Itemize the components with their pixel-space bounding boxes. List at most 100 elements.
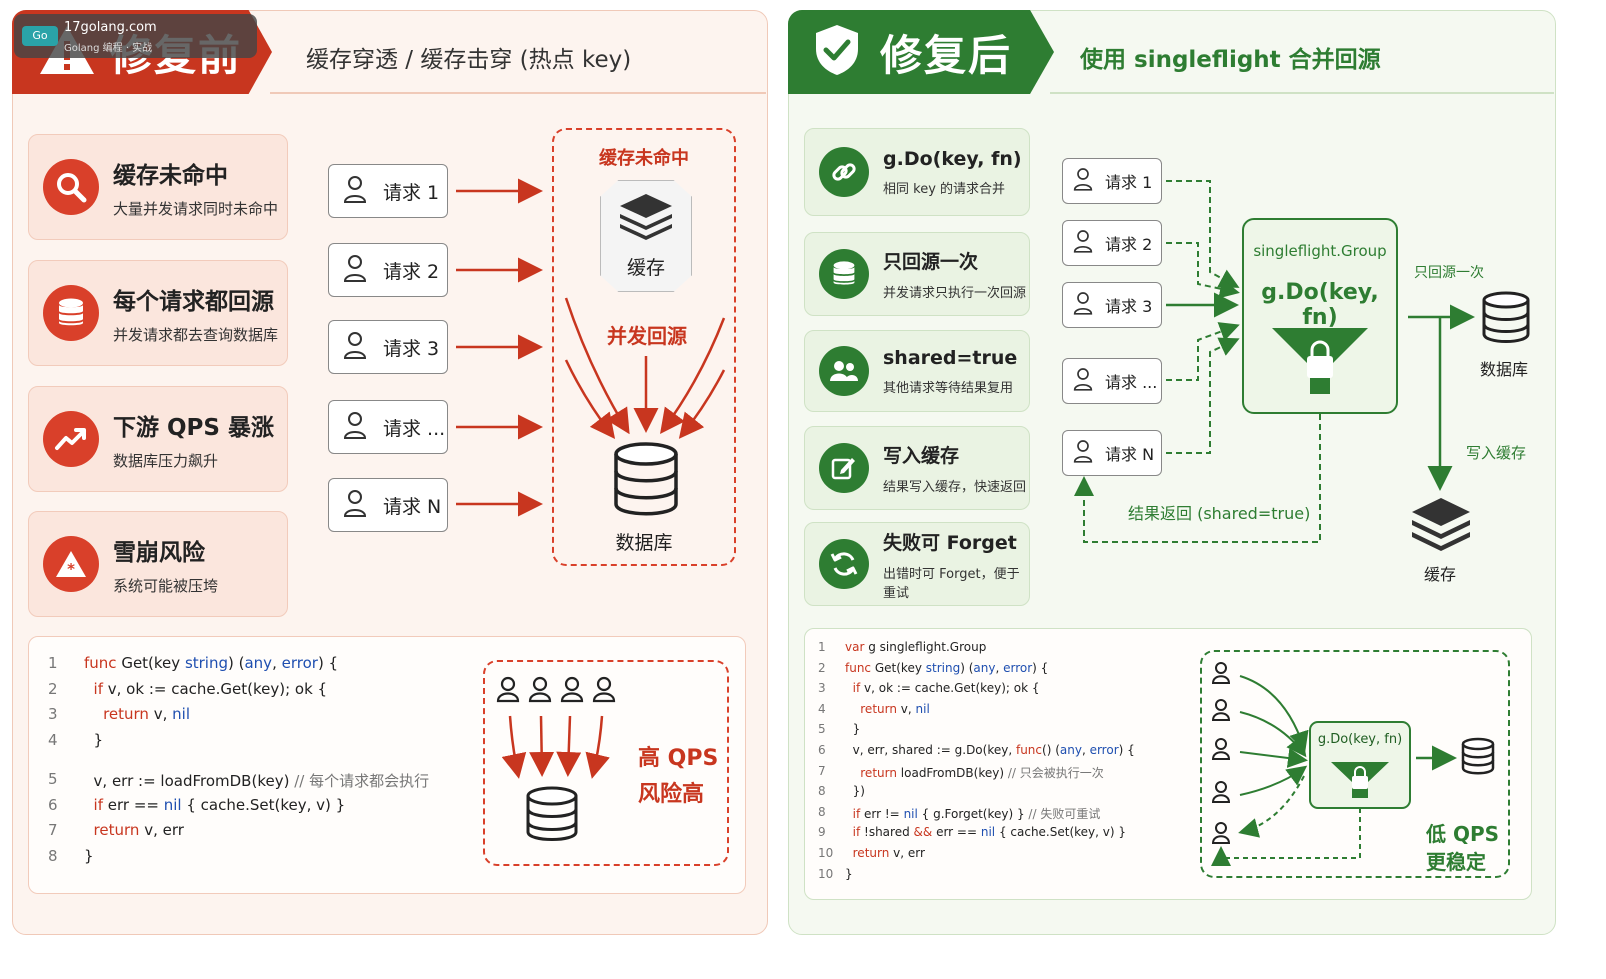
request-label: 请求 ... xyxy=(383,417,446,440)
code-line-number: 2 xyxy=(48,679,58,698)
request-box-ellipsis: 请求 ... xyxy=(328,400,448,454)
high-risk-label: 风险高 xyxy=(638,782,705,807)
watermark-badge: Go xyxy=(22,26,58,46)
card-subtitle: 出错时可 Forget，便于重试 xyxy=(883,566,1020,601)
after-card-once: 只回源一次 并发请求只执行一次回源 xyxy=(804,232,1030,316)
card-title: 每个请求都回源 xyxy=(113,288,274,315)
group-label: singleflight.Group xyxy=(1253,242,1387,260)
link-icon xyxy=(819,147,869,197)
code-line: } xyxy=(845,722,861,737)
database-label: 数据库 xyxy=(1480,360,1529,379)
after-banner-title: 修复后 xyxy=(880,30,1013,80)
code-line-number: 6 xyxy=(48,795,58,814)
request-box-2: 请求 2 xyxy=(328,243,448,297)
code-line-number: 7 xyxy=(48,821,58,839)
user-icon xyxy=(1073,167,1093,195)
code-line-number: 5 xyxy=(48,770,58,788)
request-box-ellipsis: 请求 ... xyxy=(1062,358,1162,404)
code-line-number: 4 xyxy=(818,701,826,716)
code-line-number: 10 xyxy=(818,866,834,881)
before-qps-area xyxy=(483,660,729,866)
edit-icon xyxy=(819,443,869,493)
card-title: g.Do(key, fn) xyxy=(883,147,1022,170)
code-line-number: 1 xyxy=(818,640,826,654)
card-title: 缓存未命中 xyxy=(113,162,228,189)
code-line: if !shared && err == nil { cache.Set(key… xyxy=(852,825,1126,840)
request-box-2: 请求 2 xyxy=(1062,220,1162,266)
request-label: 请求 1 xyxy=(1105,173,1153,192)
result-return-label: 结果返回 (shared=true) xyxy=(1128,504,1311,523)
request-label: 请求 2 xyxy=(383,260,440,283)
card-title: 雪崩风险 xyxy=(113,539,205,566)
low-qps-label: 低 QPS xyxy=(1426,822,1500,846)
trend-up-icon xyxy=(43,411,99,467)
user-icon xyxy=(1073,229,1093,257)
card-subtitle: 系统可能被压垮 xyxy=(113,576,219,595)
cache-miss-label: 缓存未命中 xyxy=(599,148,689,169)
after-card-gdo: g.Do(key, fn) 相同 key 的请求合并 xyxy=(804,128,1030,216)
after-card-forget: 失败可 Forget 出错时可 Forget，便于重试 xyxy=(804,522,1030,606)
search-icon xyxy=(43,159,99,215)
request-label: 请求 N xyxy=(1105,445,1155,464)
before-cache-db-area xyxy=(552,128,736,566)
after-qps-area xyxy=(1200,650,1510,878)
code-line-number: 5 xyxy=(818,722,826,737)
card-subtitle: 结果写入缓存，快速返回 xyxy=(883,480,1027,495)
card-title: 下游 QPS 暴涨 xyxy=(113,414,274,441)
stable-label: 更稳定 xyxy=(1426,850,1486,874)
user-icon xyxy=(343,331,367,363)
code-line: }) xyxy=(845,784,865,799)
cache-label: 缓存 xyxy=(626,257,665,279)
shield-check-icon xyxy=(814,23,860,81)
watermark-site: 17golang.com xyxy=(64,20,157,35)
before-card-every-request: 每个请求都回源 并发请求都去查询数据库 xyxy=(28,260,288,366)
card-title: 失败可 Forget xyxy=(883,531,1017,554)
before-subtitle: 缓存穿透 / 缓存击穿 (热点 key) xyxy=(306,47,632,73)
request-label: 请求 ... xyxy=(1105,373,1158,392)
code-line-number: 3 xyxy=(818,681,826,696)
cache-label: 缓存 xyxy=(1424,565,1457,584)
code-line-number: 8 xyxy=(48,846,58,865)
refresh-icon xyxy=(819,539,869,589)
code-line: if v, ok := cache.Get(key); ok { xyxy=(852,681,1040,696)
after-header-divider xyxy=(1050,92,1554,94)
once-label: 只回源一次 xyxy=(1414,265,1484,281)
code-line-number: 4 xyxy=(48,730,58,749)
request-box-n: 请求 N xyxy=(1062,430,1162,476)
user-icon xyxy=(343,489,367,521)
code-line: return loadFromDB(key) // 只会被执行一次 xyxy=(860,765,1104,780)
code-line: func Get(key string) (any, error) { xyxy=(84,654,339,672)
card-subtitle: 其他请求等待结果复用 xyxy=(883,380,1014,396)
request-label: 请求 2 xyxy=(1105,235,1153,254)
card-subtitle: 并发请求都去查询数据库 xyxy=(113,325,279,344)
card-title: 只回源一次 xyxy=(883,251,979,273)
request-box-n: 请求 N xyxy=(328,478,448,532)
user-icon xyxy=(343,175,367,207)
code-line-number: 3 xyxy=(48,705,58,723)
code-line: if v, ok := cache.Get(key); ok { xyxy=(93,679,328,698)
user-icon xyxy=(343,411,367,443)
code-line: v, err := loadFromDB(key) // 每个请求都会执行 xyxy=(84,772,430,790)
svg-text:*: * xyxy=(67,560,75,578)
code-line: } xyxy=(845,866,853,881)
code-line: if err == nil { cache.Set(key, v) } xyxy=(93,795,346,814)
request-label: 请求 3 xyxy=(1105,297,1153,316)
request-box-1: 请求 1 xyxy=(1062,158,1162,204)
database-icon xyxy=(612,442,680,522)
card-subtitle: 大量并发请求同时未命中 xyxy=(113,199,279,218)
code-line-number: 1 xyxy=(48,654,58,672)
code-line-number: 9 xyxy=(818,825,826,840)
user-icon xyxy=(343,254,367,286)
request-label: 请求 N xyxy=(383,495,442,518)
card-title: shared=true xyxy=(883,346,1018,369)
write-cache-label: 写入缓存 xyxy=(1466,444,1527,462)
watermark-caption: Golang 编程 · 实战 xyxy=(64,43,153,54)
code-line: return v, err xyxy=(852,846,925,860)
users-icon xyxy=(819,346,869,396)
code-line: } xyxy=(84,730,104,749)
code-line: return v, err xyxy=(93,821,184,839)
card-subtitle: 数据库压力飙升 xyxy=(113,451,219,470)
user-icon xyxy=(1073,291,1093,319)
